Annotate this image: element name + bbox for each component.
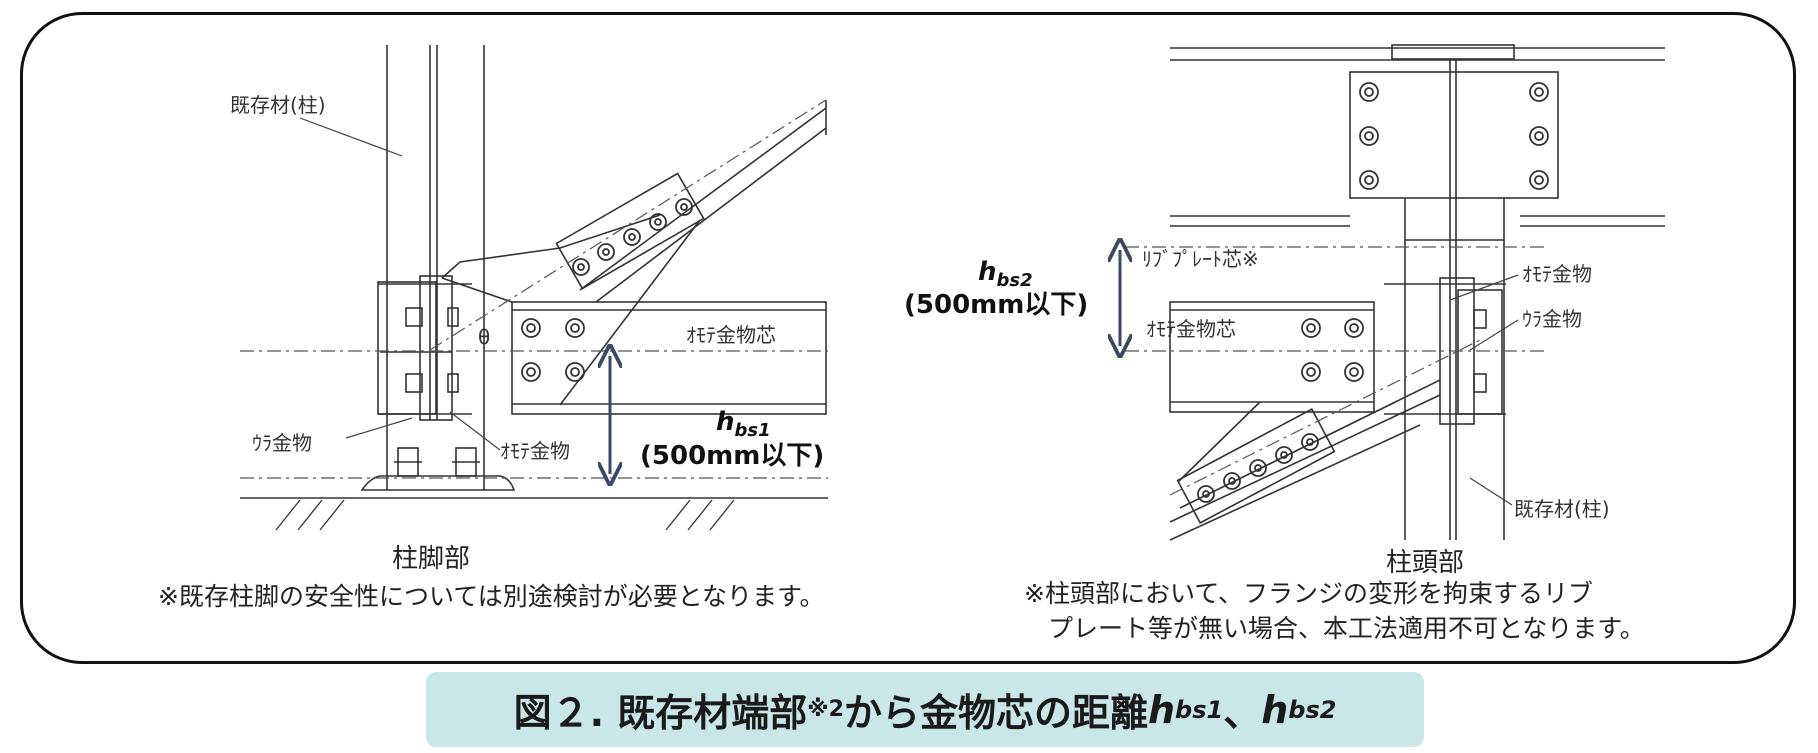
label-existing-column-right: 既存材(柱) [1514,497,1610,521]
note-column-base: ※既存柱脚の安全性については別途検討が必要となります。 [158,582,825,611]
caption-superscript: ※2 [807,697,844,722]
label-front-fitting-center-left: ｵﾓﾃ金物芯 [686,323,776,347]
label-front-fitting-right: ｵﾓﾃ金物 [1522,262,1592,286]
caption-column-head: 柱頭部 [1386,548,1465,578]
column-head-drawing [1169,44,1665,541]
dimension-limit-left: (500mm以下) [640,441,824,471]
caption-sub2: bs2 [1288,695,1337,724]
label-front-fitting-left: ｵﾓﾃ金物 [500,439,570,463]
bolt-group-left [521,198,693,382]
caption-column-base: 柱脚部 [392,544,471,574]
dimension-label-hbs2: hbs2 [978,257,1033,291]
label-back-fitting-left: ｳﾗ金物 [252,431,312,455]
note-column-head-line2: プレート等が無い場合、本工法適用不可となります。 [1048,614,1645,643]
label-rib-plate-center: ﾘﾌﾞﾌﾟﾚｰﾄ芯※ [1142,247,1259,271]
label-front-fitting-center-right: ｵﾓﾃ金物芯 [1146,317,1236,341]
label-existing-column-left: 既存材(柱) [230,93,326,117]
caption-separator: 、 [1223,691,1262,735]
dimension-limit-right: (500mm以下) [904,290,1088,320]
dimension-label-hbs1: hbs1 [716,407,771,441]
rounded-frame [20,12,1796,664]
caption-prefix: 図２. 既存材端部 [513,691,808,735]
note-column-head-line1: ※柱頭部において、フランジの変形を拘束するリブ [1024,579,1593,608]
label-back-fitting-right: ｳﾗ金物 [1522,307,1582,331]
bolt-group-right [1197,82,1549,503]
label-theta: θ [478,325,490,349]
column-base-drawing [240,45,828,531]
caption-middle: から金物芯の距離 [843,691,1148,735]
caption-h1: h [1147,687,1176,732]
caption-h2: h [1261,687,1289,732]
caption-sub1: bs1 [1175,695,1224,724]
